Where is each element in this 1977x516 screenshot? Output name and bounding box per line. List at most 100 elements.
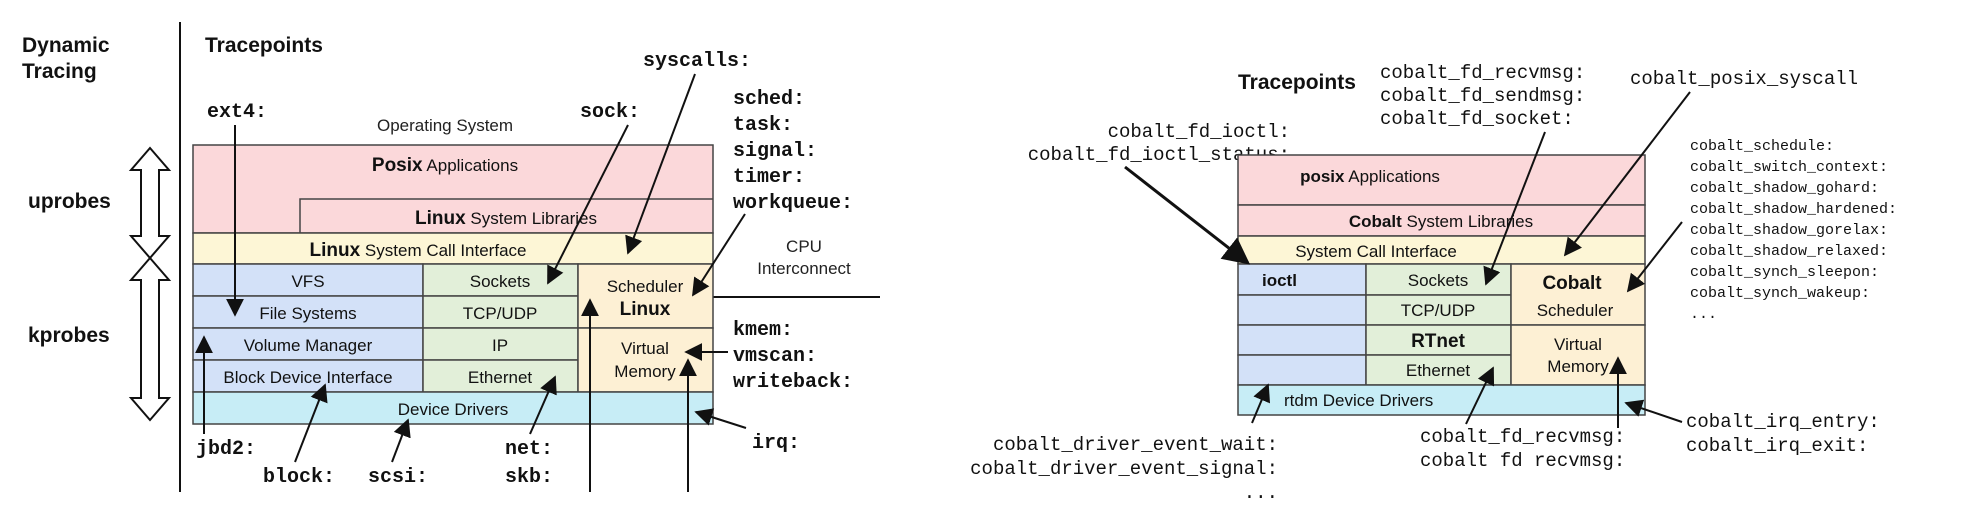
fs-blank-box-3 <box>1237 354 1367 386</box>
kprobes-double-arrow <box>128 256 172 422</box>
task-tracepoint: task: <box>733 114 793 137</box>
rtnet-text: RTnet <box>1411 331 1466 352</box>
irq-arrow-rt <box>1624 399 1683 423</box>
block-arrow <box>294 383 328 463</box>
irq-exit-tracepoint: cobalt_irq_exit: <box>1686 435 1868 457</box>
posix-applications-box-rt <box>1237 154 1646 206</box>
net-arrow <box>529 375 557 435</box>
bottom-recvmsg-tracepoint-2: cobalt fd recvmsg: <box>1420 450 1625 472</box>
ioctl-status-tracepoint: cobalt_fd_ioctl_status: <box>1028 144 1290 166</box>
sockets-text-rt: Sockets <box>1408 271 1468 290</box>
ip-box <box>422 327 579 361</box>
shadow-gohard-tracepoint: cobalt_shadow_gohard: <box>1690 180 1879 197</box>
interconnect-label: Interconnect <box>757 259 851 278</box>
block-tracepoint: block: <box>263 466 335 489</box>
irq-tracepoint: irq: <box>752 432 800 455</box>
scheduler-tracepoint-list: cobalt_schedule: cobalt_switch_context: … <box>1690 138 1897 323</box>
scsi-tracepoint: scsi: <box>368 466 428 489</box>
vfs-text: VFS <box>291 272 324 291</box>
tracing-label: Tracing <box>22 60 97 83</box>
scsi-arrow <box>391 418 411 463</box>
net-tracepoint: net: <box>505 438 553 461</box>
virtual-memory-box-rt <box>1510 324 1646 386</box>
posix-applications-box <box>192 144 714 234</box>
uprobes-label: uprobes <box>28 190 111 213</box>
virtual-text: Virtual <box>621 339 669 358</box>
sockets-text: Sockets <box>470 272 530 291</box>
ethernet-text-rt: Ethernet <box>1406 361 1471 380</box>
tcp-udp-text-rt: TCP/UDP <box>1401 301 1476 320</box>
posix-syscall-tracepoint: cobalt_posix_syscall <box>1630 68 1858 90</box>
posix-applications-text: Posix Applications <box>372 155 518 176</box>
tcp-udp-text: TCP/UDP <box>463 304 538 323</box>
ioctl-text: ioctl <box>1262 271 1297 290</box>
rtnet-box <box>1365 324 1512 356</box>
driver-event-arrow <box>1251 383 1271 424</box>
switch-context-tracepoint: cobalt_switch_context: <box>1690 159 1888 176</box>
block-device-interface-text: Block Device Interface <box>223 368 392 387</box>
volume-manager-text: Volume Manager <box>244 336 373 355</box>
scheduler-text-rt: Scheduler <box>1537 301 1614 320</box>
rtdm-device-drivers-text: rtdm Device Drivers <box>1284 391 1433 410</box>
writeback-tracepoint: writeback: <box>733 371 853 394</box>
virtual-memory-box <box>577 327 714 393</box>
scheduler-arrow <box>1626 221 1683 293</box>
memory-text: Memory <box>614 362 676 381</box>
ioctl-arrow <box>1124 165 1251 265</box>
scheduler-text: Scheduler <box>607 277 684 296</box>
posix-applications-text-rt: posix Applications <box>1300 167 1440 186</box>
workqueue-tracepoint: workqueue: <box>733 192 853 215</box>
system-libraries-outline <box>299 198 713 233</box>
sched-tracepoint: sched: <box>733 88 805 111</box>
driver-more-tracepoint: ... <box>1244 482 1278 504</box>
vfs-box <box>192 263 424 297</box>
left-tracepoints-heading: Tracepoints <box>205 34 323 57</box>
recvmsg-ethernet-arrow <box>1465 366 1495 425</box>
ext4-tracepoint: ext4: <box>207 101 267 124</box>
ioctl-tracepoint: cobalt_fd_ioctl: <box>1108 121 1290 143</box>
cobalt-system-libraries-text: Cobalt System Libraries <box>1349 212 1533 231</box>
irq-arrow <box>694 408 747 429</box>
sock-tracepoint: sock: <box>580 101 640 124</box>
fs-blank-box-2 <box>1237 324 1367 356</box>
socket-tracepoint: cobalt_fd_socket: <box>1380 108 1574 130</box>
posix-syscall-arrow <box>1563 91 1691 257</box>
syscalls-arrow <box>625 73 696 255</box>
shadow-relaxed-tracepoint: cobalt_shadow_relaxed: <box>1690 243 1888 260</box>
cobalt-scheduler-box <box>1510 263 1646 326</box>
sock-arrow <box>547 124 629 285</box>
tcp-udp-box <box>422 295 579 329</box>
fs-blank-box-1 <box>1237 294 1367 326</box>
synch-sleepon-tracepoint: cobalt_synch_sleepon: <box>1690 264 1879 281</box>
cobalt-text: Cobalt <box>1542 273 1602 294</box>
recvmsg-tracepoint: cobalt_fd_recvmsg: <box>1380 62 1585 84</box>
shadow-gorelax-tracepoint: cobalt_shadow_gorelax: <box>1690 222 1888 239</box>
right-tracepoints-heading: Tracepoints <box>1238 71 1356 94</box>
driver-event-wait-tracepoint: cobalt_driver_event_wait: <box>993 434 1278 456</box>
scheduler-more-tracepoint: ... <box>1690 306 1717 323</box>
sched-arrow <box>692 213 746 297</box>
driver-event-signal-tracepoint: cobalt_driver_event_signal: <box>970 458 1278 480</box>
device-drivers-text: Device Drivers <box>398 400 509 419</box>
schedule-tracepoint: cobalt_schedule: <box>1690 138 1834 155</box>
cobalt-system-libraries-box <box>1237 204 1646 237</box>
shadow-hardened-tracepoint: cobalt_shadow_hardened: <box>1690 201 1897 218</box>
ioctl-box <box>1237 263 1367 296</box>
memory-text-rt: Memory <box>1547 357 1609 376</box>
linux-system-call-interface-text: Linux System Call Interface <box>310 240 527 261</box>
vmscan-tracepoint: vmscan: <box>733 345 817 368</box>
file-systems-text: File Systems <box>259 304 356 323</box>
syscalls-tracepoint: syscalls: <box>643 50 751 73</box>
ethernet-text: Ethernet <box>468 368 533 387</box>
kprobes-label: kprobes <box>28 324 110 347</box>
irq-entry-tracepoint: cobalt_irq_entry: <box>1686 411 1880 433</box>
operating-system-label: Operating System <box>377 116 513 135</box>
dynamic-label: Dynamic <box>22 34 110 57</box>
bottom-recvmsg-tracepoint-1: cobalt_fd_recvmsg: <box>1420 426 1625 448</box>
synch-wakeup-tracepoint: cobalt_synch_wakeup: <box>1690 285 1870 302</box>
cpu-label: CPU <box>786 237 822 256</box>
linux-system-libraries-text: Linux System Libraries <box>415 208 597 229</box>
signal-tracepoint: signal: <box>733 140 817 163</box>
sendmsg-tracepoint: cobalt_fd_sendmsg: <box>1380 85 1585 107</box>
